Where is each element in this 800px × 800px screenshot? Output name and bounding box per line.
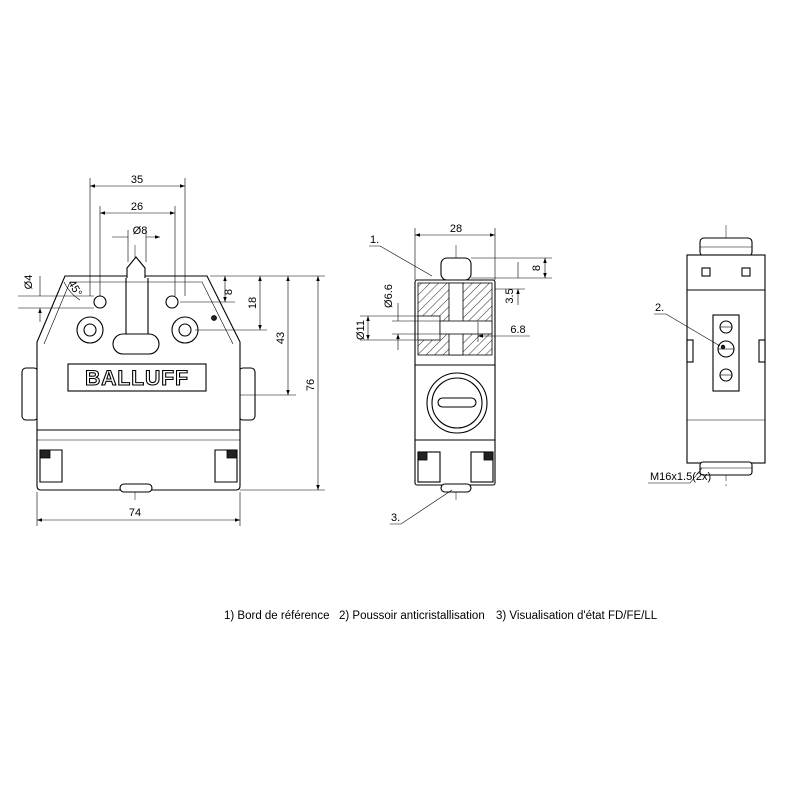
callout-3: 3. bbox=[391, 512, 400, 524]
angle-45-arc bbox=[63, 281, 81, 301]
bottom-cable-gland bbox=[699, 461, 753, 476]
led-window-inner bbox=[431, 377, 483, 429]
mounting-hole-small-right bbox=[165, 295, 179, 309]
front-right-extension-lines bbox=[180, 275, 325, 491]
foot-right-mark bbox=[226, 449, 238, 459]
thread-label: M16x1.5(2x) bbox=[650, 471, 711, 483]
dim-6-8: 6.8 bbox=[510, 324, 525, 336]
dim-74: 74 bbox=[129, 507, 141, 519]
bore-dia-11 bbox=[417, 315, 441, 341]
end-view: 2. M16x1.5(2x) bbox=[648, 225, 766, 488]
end-square-right bbox=[741, 267, 751, 277]
side-view: 28 8 3.5 Ø6.6 Ø11 6.8 1. 3. bbox=[355, 223, 552, 525]
callout-3-leader bbox=[390, 489, 453, 525]
callout-2: 2. bbox=[655, 302, 664, 314]
dim-dia-6-6: Ø6.6 bbox=[383, 284, 395, 308]
dim-43: 43 bbox=[275, 332, 287, 344]
bottom-indicator bbox=[119, 483, 153, 493]
dim-side-8: 8 bbox=[531, 265, 543, 271]
foot-left-mark bbox=[39, 449, 51, 459]
dim-dia-8: Ø8 bbox=[133, 225, 148, 237]
plunger-channel bbox=[125, 278, 149, 334]
side-foot-right-mark bbox=[483, 451, 494, 461]
plunger-bore bbox=[448, 282, 464, 356]
dim-8: 8 bbox=[223, 289, 235, 295]
dim-18: 18 bbox=[247, 297, 259, 309]
end-side-tab-left bbox=[686, 339, 694, 363]
led-window-slot bbox=[437, 397, 477, 408]
bore-dia-6-6 bbox=[439, 320, 493, 335]
dim-dia-4: Ø4 bbox=[23, 275, 35, 290]
side-plunger bbox=[440, 257, 472, 281]
left-cable-gland bbox=[21, 367, 39, 421]
dim-35: 35 bbox=[131, 174, 143, 186]
mounting-hole-large-left-inner bbox=[83, 323, 97, 337]
callout-2-leader bbox=[654, 313, 721, 347]
caption-item-3: 3) Visualisation d'état FD/FE/LL bbox=[496, 610, 658, 622]
right-cable-gland bbox=[238, 367, 256, 421]
dim-26: 26 bbox=[131, 201, 143, 213]
caption: 1) Bord de référence 2) Poussoir anticri… bbox=[224, 610, 658, 622]
dim-3-5: 3.5 bbox=[504, 288, 516, 303]
side-left-extension-lines bbox=[360, 315, 440, 341]
mounting-hole-large-left bbox=[76, 316, 104, 344]
thread-label-leader bbox=[648, 467, 703, 484]
indicator-panel bbox=[712, 314, 740, 392]
anti-icing-plunger-dot bbox=[720, 344, 726, 350]
oval-slot bbox=[112, 333, 160, 355]
side-foot-left-mark bbox=[417, 451, 428, 461]
callout-1-leader bbox=[369, 245, 433, 277]
caption-item-2: 2) Poussoir anticristallisation bbox=[339, 610, 485, 622]
plunger-tip bbox=[126, 256, 146, 278]
balluff-logo: BALLUFF bbox=[85, 367, 189, 390]
logo-plate bbox=[67, 363, 207, 392]
dim-76: 76 bbox=[305, 379, 317, 391]
front-view: BALLUFF 35 26 Ø8 Ø4 45° 8 18 43 76 bbox=[18, 174, 325, 526]
mounting-hole-large-right-inner bbox=[178, 323, 192, 337]
end-side-tab-right bbox=[758, 339, 766, 363]
front-top-extension-lines bbox=[89, 178, 186, 296]
dim-dia-11: Ø11 bbox=[355, 320, 367, 340]
caption-item-1: 1) Bord de référence bbox=[224, 610, 329, 622]
led-window-outer bbox=[426, 372, 488, 434]
callout-1: 1. bbox=[370, 234, 379, 246]
body-chamfer-edges bbox=[43, 281, 234, 345]
end-square-left bbox=[701, 267, 711, 277]
dim-28: 28 bbox=[450, 223, 462, 235]
dia-4-extension-lines bbox=[18, 295, 94, 309]
screw-dot bbox=[211, 315, 217, 321]
side-bottom-indicator bbox=[440, 483, 472, 493]
